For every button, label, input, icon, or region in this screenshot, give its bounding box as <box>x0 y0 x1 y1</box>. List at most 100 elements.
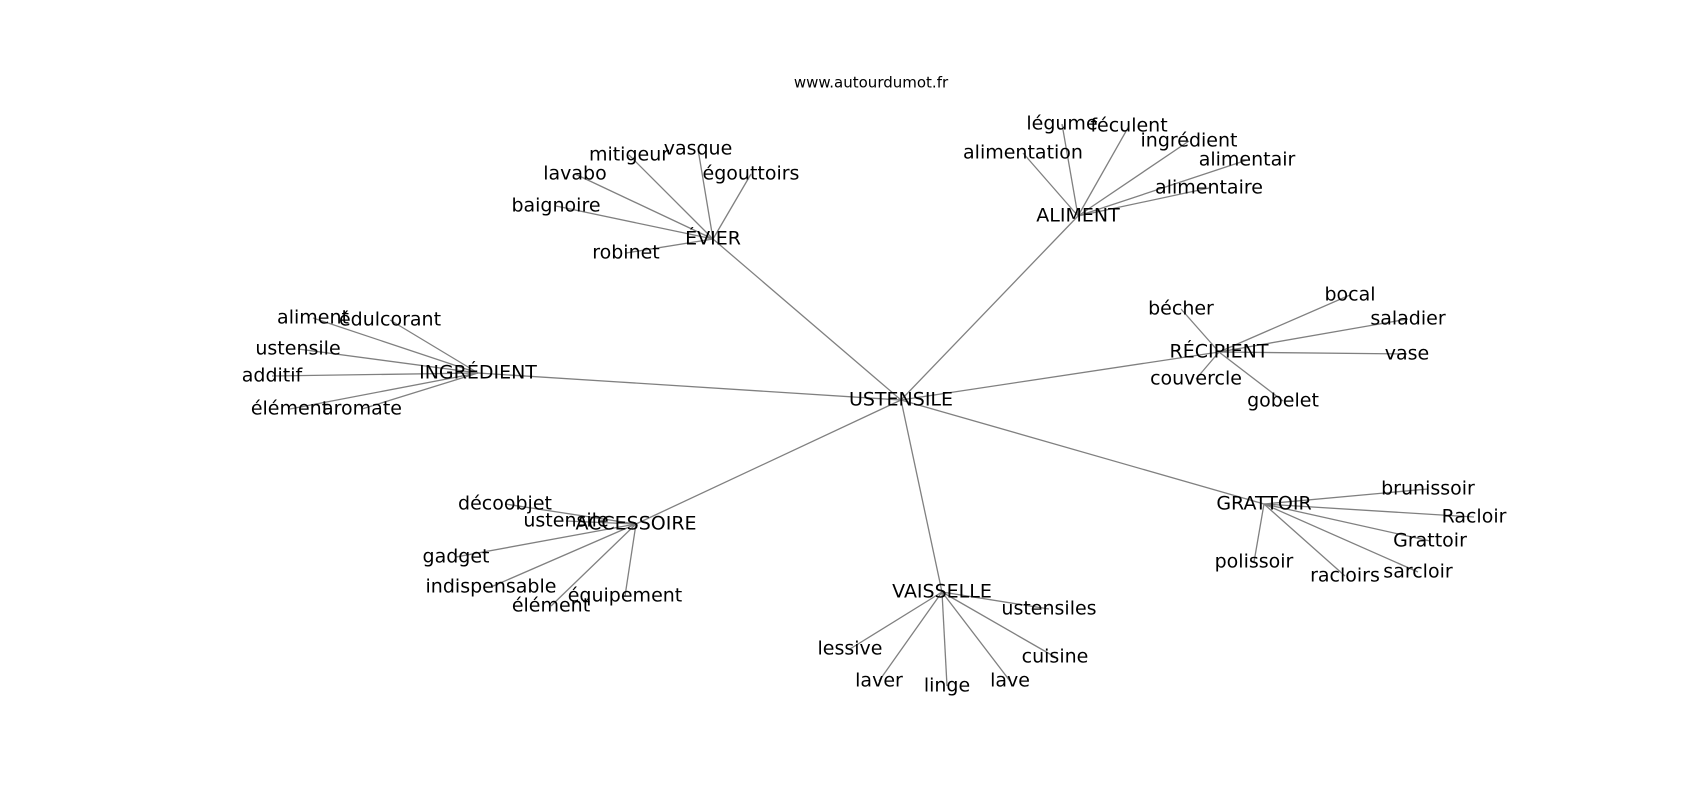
leaf-node-label: ustensiles <box>1001 598 1096 620</box>
leaf-node-label: aromate <box>322 398 402 420</box>
edge-hub-leaf <box>941 591 1050 610</box>
leaf-node-label: lessive <box>818 638 883 660</box>
edge-hub-leaf <box>1263 503 1475 518</box>
leaf-node-label: gobelet <box>1247 390 1319 412</box>
edge-hub-leaf <box>1263 488 1429 505</box>
edge-hub-leaf <box>565 520 637 525</box>
leaf-node-label: linge <box>924 675 970 697</box>
edge-hub-leaf <box>1077 159 1248 217</box>
edge-hub-leaf <box>1218 351 1408 355</box>
leaf-node-label: décoobjet <box>458 493 552 515</box>
leaf-node-label: légume <box>1026 113 1097 135</box>
edge-hub-leaf <box>1263 503 1419 573</box>
leaf-node-label: additif <box>242 365 304 387</box>
edge-hub-leaf <box>1253 503 1265 563</box>
edge-hub-leaf <box>849 591 943 650</box>
edge-hub-leaf <box>1218 318 1409 353</box>
edge-center-hub <box>900 399 943 593</box>
leaf-node-label: alimentation <box>963 142 1083 164</box>
edge-center-hub <box>635 399 902 525</box>
leaf-node-label: cuisine <box>1022 646 1089 668</box>
edge-hub-leaf <box>455 523 637 558</box>
edge-hub-leaf <box>941 591 948 687</box>
edge-hub-leaf <box>1218 294 1351 353</box>
leaf-node-label: ustensile <box>523 510 608 532</box>
leaf-node-label: laver <box>855 670 903 692</box>
edge-hub-leaf <box>361 372 479 410</box>
leaf-node-label: Grattoir <box>1393 530 1467 552</box>
leaf-node-label: robinet <box>592 242 660 264</box>
leaf-node-label: féculent <box>1090 115 1167 137</box>
edge-center-hub <box>900 399 1265 505</box>
edge-hub-leaf <box>712 173 752 240</box>
edge-hub-leaf <box>289 372 479 410</box>
leaf-node-label: équipement <box>568 585 683 607</box>
edge-hub-leaf <box>1263 503 1346 577</box>
hub-node-label: VAISSELLE <box>892 581 992 603</box>
edge-hub-leaf <box>941 591 1056 658</box>
leaf-node-label: élément <box>512 595 590 617</box>
leaf-node-label: égouttoirs <box>703 163 800 185</box>
edge-hub-leaf <box>878 591 943 682</box>
edge-center-hub <box>477 372 902 401</box>
leaf-node-label: gadget <box>423 546 490 568</box>
edge-hub-leaf <box>624 523 637 597</box>
hub-node-label: INGRÉDIENT <box>419 361 537 384</box>
leaf-node-label: polissoir <box>1215 551 1294 573</box>
edge-hub-leaf <box>1077 125 1130 217</box>
edge-hub-leaf <box>1218 351 1284 402</box>
hub-node-label: ÉVIER <box>685 227 741 250</box>
edge-hub-leaf <box>297 348 479 374</box>
edge-hub-leaf <box>697 148 714 240</box>
edge-hub-leaf <box>941 591 1011 682</box>
leaf-node-label: racloirs <box>1310 565 1380 587</box>
edge-hub-leaf <box>1077 140 1190 217</box>
edge-center-hub <box>900 351 1220 401</box>
edge-hub-leaf <box>628 154 714 240</box>
hub-node-label: ACCESSOIRE <box>575 513 696 535</box>
edge-hub-leaf <box>312 317 479 374</box>
edge-hub-leaf <box>1077 187 1210 217</box>
leaf-node-label: lavabo <box>543 163 607 185</box>
edge-hub-leaf <box>1061 123 1079 217</box>
edge-hub-leaf <box>550 523 637 607</box>
edge-hub-leaf <box>504 503 637 525</box>
hub-node-label: GRATTOIR <box>1216 493 1311 515</box>
leaf-node-label: élément <box>251 398 329 420</box>
edge-hub-leaf <box>271 372 479 377</box>
leaf-node-label: mitigeur <box>589 144 669 166</box>
leaf-node-label: Racloir <box>1442 506 1507 528</box>
leaf-node-label: baignoire <box>511 195 600 217</box>
leaf-node-label: édulcorant <box>339 309 441 331</box>
source-label: www.autourdumot.fr <box>794 74 949 92</box>
edge-hub-leaf <box>1195 351 1220 380</box>
center-node-label: USTENSILE <box>849 389 953 411</box>
leaf-node-label: vasque <box>664 138 733 160</box>
leaf-node-label: lave <box>990 670 1030 692</box>
leaf-node-label: alimentair <box>1199 149 1296 171</box>
leaf-node-label: brunissoir <box>1381 478 1475 500</box>
leaf-node-label: vase <box>1385 343 1429 365</box>
edge-center-hub <box>712 238 902 401</box>
edge-hub-leaf <box>389 319 479 374</box>
edge-hub-leaf <box>555 205 714 240</box>
hub-node-label: ALIMENT <box>1036 205 1120 227</box>
leaf-node-label: ustensile <box>255 338 340 360</box>
edge-hub-leaf <box>574 173 714 240</box>
edge-center-hub <box>900 215 1079 401</box>
edge-hub-leaf <box>490 523 637 588</box>
hub-node-label: RÉCIPIENT <box>1170 340 1269 363</box>
leaf-node-label: indispensable <box>426 576 557 598</box>
leaf-node-label: couvercle <box>1150 368 1242 390</box>
leaf-node-label: sarcloir <box>1383 561 1453 583</box>
leaf-node-label: alimentaire <box>1155 177 1263 199</box>
leaf-node-label: bécher <box>1148 298 1214 320</box>
edge-hub-leaf <box>625 238 714 254</box>
leaf-node-label: ingrédient <box>1141 130 1238 152</box>
edge-hub-leaf <box>1263 503 1431 542</box>
edge-hub-leaf <box>1022 152 1079 217</box>
edges <box>271 123 1475 687</box>
leaf-node-label: aliment <box>277 307 349 329</box>
